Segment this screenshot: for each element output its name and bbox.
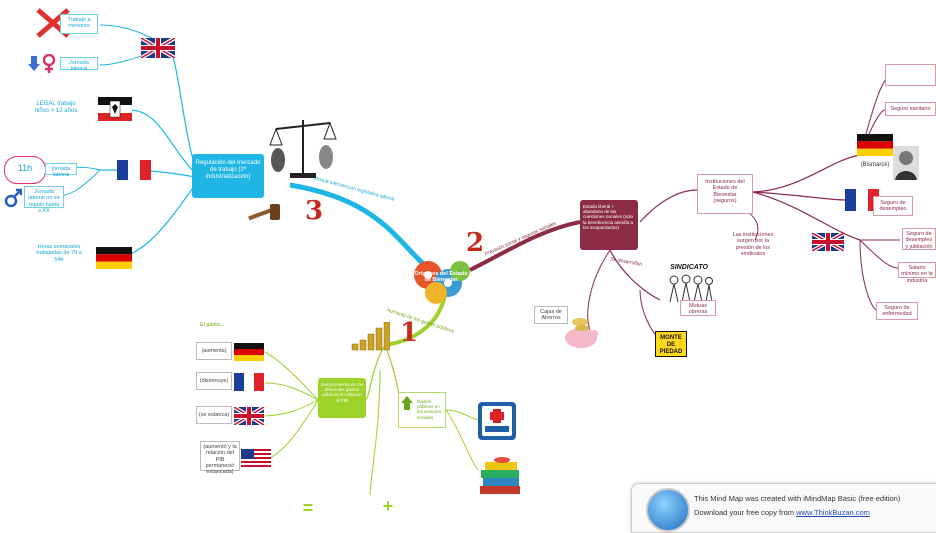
equals-sign: = [302,498,314,518]
salario-minimo-label: Salario mínimo en la industria [901,265,933,284]
crecimiento-node[interactable]: Decrecimiento de los diferentes gastos p… [318,378,366,418]
jornada-laboral-node[interactable]: Jornada laboral [60,57,98,73]
branch-number-2: 2 [466,228,485,258]
france-flag-cyan [117,160,151,185]
mutuas-label: Mutuas obreras [688,303,708,316]
mutuas-node[interactable]: Mutuas obreras [680,300,716,316]
trabajo-menores-label: Trabajo a menores [67,17,91,30]
cajas-node[interactable]: Cajas de Ahorros [534,306,568,324]
gastos-publicos-label: Gastos públicos en los sectores sociales [417,399,442,420]
bismarck-label: (Bismarck) [860,162,890,168]
france-flag-green [234,373,264,396]
gavel-icon [248,204,286,229]
link-center-red [469,220,581,272]
seguro-desempleo-jub-label: Seguro de desempleo y jubilación [905,231,933,250]
horas-semanales-node[interactable]: Horas semanales trabajadas de 70 a 54h [34,244,84,268]
seguro-sanitario-label: Seguro sanitario [890,106,931,112]
link-center-cyan [289,182,432,272]
regulacion-label: Regulación del mercado de trabajo (2ª in… [195,160,261,180]
las-instituciones-label: Las instituciones surgen por la presión … [732,232,774,257]
aumenta-node[interactable]: (aumenta) [196,342,232,360]
workers-picture [666,274,714,307]
estanca-node[interactable]: (se estanca) [196,406,232,424]
piggy-bank-icon [560,314,602,355]
arrow-down-icon [28,56,40,77]
imindmap-logo-icon [646,488,690,532]
empty-red-node[interactable] [885,64,936,86]
sindicato-label: SINDICATO [670,264,708,271]
seguro-desempleo-node[interactable]: Seguro de desempleo [873,196,913,216]
notice-line-1: This Mind Map was created with iMindMap … [694,494,901,503]
notice-prefix: Download your free copy from [694,508,797,517]
crecimiento-label: Decrecimiento de los diferentes gastos p… [320,382,364,403]
eleven-hours-badge [4,156,46,184]
german-empire-flag [98,97,132,126]
center-label: Orígenes del Estado de Bienestar [414,271,468,283]
jornada-no-regula-node[interactable]: Jornada laboral no se reguló hasta s.XX [24,186,64,214]
jornada-diaria-node[interactable]: jornada laboral [45,163,77,179]
legal-trabajo-node[interactable]: LEGAL trabajo niños > 12 años [30,101,82,117]
jornada-laboral-label: Jornada laboral [69,60,89,73]
center-topic[interactable]: Orígenes del Estado de Bienestar [408,255,474,305]
imindmap-notice: This Mind Map was created with iMindMap … [631,483,936,533]
female-icon [42,53,56,79]
hospital-icon [478,402,516,445]
usa-flag [241,449,271,472]
monte-piedad-label: MONTE DE PIEDAD [659,335,683,355]
scales-picture [268,115,338,180]
male-icon [4,188,23,213]
salario-minimo-node[interactable]: Salario mínimo en la industria [898,262,936,284]
arrow-up-icon [401,396,413,415]
instituciones-node[interactable]: Instituciones del Estado de Bienestar (s… [697,174,753,214]
branch-number-1: 1 [400,318,419,348]
uk-flag-red [811,231,845,256]
disminuye-node[interactable]: (disminuye) [196,372,232,390]
seguro-desempleo-label: Seguro de desempleo [879,200,907,213]
link-center-green [384,294,447,347]
estado-liberal-node[interactable]: Estado liberal + abandono de las cuestio… [580,200,638,250]
coins-chart-icon [350,321,391,357]
seguro-enfermedad-label: Seguro de enfermedad [882,305,912,318]
germany-flag-green [234,343,264,366]
cajas-label: Cajas de Ahorros [540,309,562,322]
seguro-desempleo-jub-node[interactable]: Seguro de desempleo y jubilación [902,228,936,250]
monte-piedad-node[interactable]: MONTE DE PIEDAD [655,331,687,357]
uk-flag-green [232,405,266,430]
aumenta-label: (aumenta) [201,348,227,354]
trabajo-menores-node[interactable]: Trabajo a menores [60,14,98,34]
jornada-no-regula-label: Jornada laboral no se reguló hasta s.XX [28,189,60,214]
gears-icon [414,261,470,304]
bismarck-portrait [893,146,919,185]
el-gasto-label: El gasto... [200,322,225,328]
jornada-diaria-label: jornada laboral [51,166,71,179]
disminuye-label: (disminuye) [199,378,229,384]
thinkbuzan-link[interactable]: www.ThinkBuzan.com [796,508,870,517]
estanca-label: (se estanca) [198,412,230,418]
gastos-publicos-node[interactable]: Gastos públicos en los sectores sociales [398,392,446,428]
horas-semanales-label: Horas semanales trabajadas de 70 a 54h [36,244,82,263]
seguro-enfermedad-node[interactable]: Seguro de enfermedad [876,302,918,320]
germany-flag-red [857,134,893,161]
regulacion-node[interactable]: Regulación del mercado de trabajo (2ª in… [192,154,264,198]
estado-liberal-label: Estado liberal + abandono de las cuestio… [583,204,634,230]
books-icon [478,456,522,501]
seguro-sanitario-node[interactable]: Seguro sanitario [885,102,936,116]
branch-number-3: 3 [305,196,324,226]
horas-11-label: 11h [17,163,33,173]
instituciones-label: Instituciones del Estado de Bienestar (s… [705,179,745,204]
usa-label: (aumentó y la relación del PIB permaneci… [203,444,237,476]
notice-line-2: Download your free copy from www.ThinkBu… [694,508,870,517]
legal-trabajo-label: LEGAL trabajo niños > 12 años [34,101,78,114]
plus-sign: + [382,496,394,516]
las-instituciones-node[interactable]: Las instituciones surgen por la presión … [732,232,774,272]
usa-node[interactable]: (aumentó y la relación del PIB permaneci… [200,441,240,475]
uk-flag-cyan [139,36,177,63]
germany-flag-cyan [96,247,132,274]
